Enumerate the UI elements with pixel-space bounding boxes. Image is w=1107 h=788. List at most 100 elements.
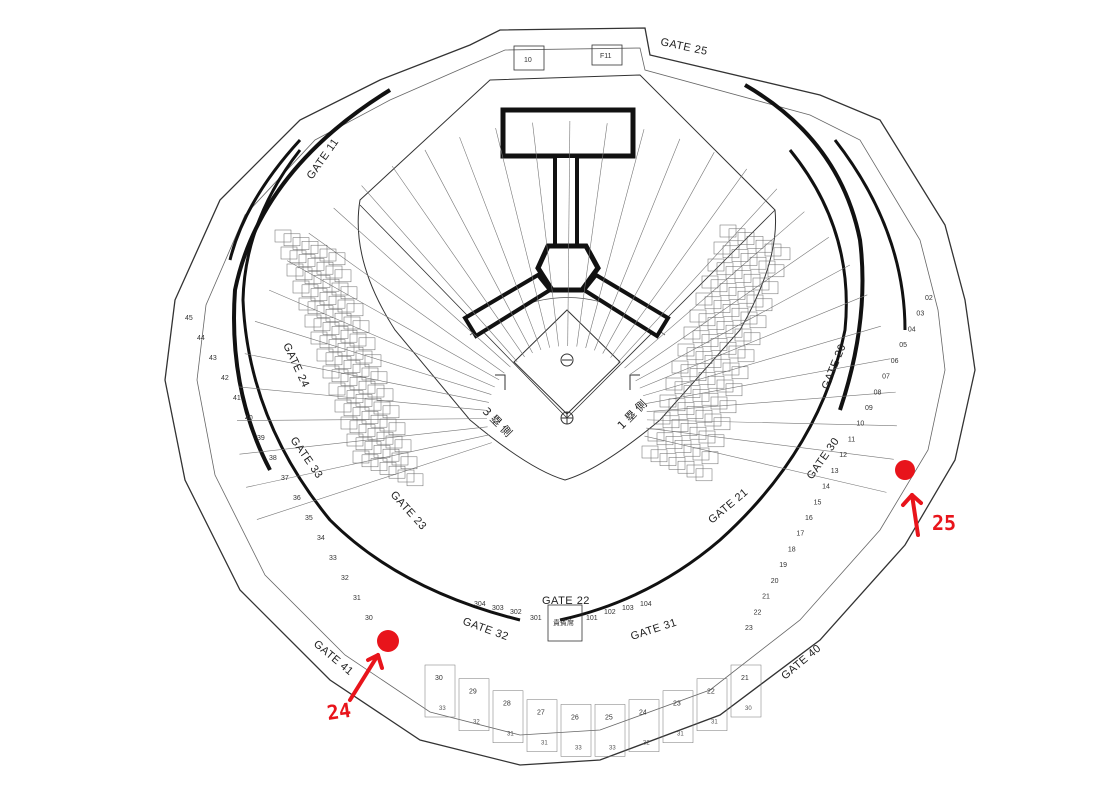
seat-block: [701, 392, 719, 406]
seat-block: [674, 440, 692, 453]
bottom-row-label: 31: [711, 720, 718, 726]
seat-block: [722, 245, 740, 259]
seat-block: [710, 396, 728, 410]
seat-block: [767, 264, 785, 278]
seat-block: [334, 356, 352, 369]
seat-block: [734, 328, 752, 342]
seat-block: [310, 288, 328, 301]
e-ring-right: 0203040506070809101112131415161718192021…: [745, 295, 933, 632]
seat-block: [722, 362, 740, 376]
e-section-label: 02: [925, 295, 933, 302]
gate-25-label: GATE 25: [659, 36, 708, 58]
walkway-left-lower: [241, 149, 521, 622]
seat-block: [328, 252, 346, 266]
bottom-row-label: 30: [745, 706, 752, 712]
seat-block: [749, 315, 767, 329]
seat-block: [367, 384, 385, 398]
bottom-seat-block: [662, 690, 694, 743]
seat-block: [331, 326, 349, 339]
seat-block: [346, 346, 364, 360]
vip-seat-label: 貴賓席: [553, 618, 574, 627]
seat-block: [319, 248, 337, 262]
section-f10-label: 10: [524, 57, 532, 64]
seat-block: [773, 247, 791, 261]
section-103-label: 103: [622, 605, 634, 612]
seat-block: [373, 445, 391, 458]
bottom-row-label: 32: [643, 741, 650, 747]
e-section-label: 10: [856, 421, 864, 428]
seat-block: [659, 394, 677, 408]
seat-block: [704, 296, 722, 310]
seat-block: [650, 449, 668, 463]
bottom-section-label: 29: [469, 689, 477, 696]
seat-block: [698, 313, 716, 327]
block-divider: [576, 123, 608, 347]
seat-block: [725, 383, 743, 397]
seat-block: [331, 369, 349, 383]
e-section-label: 14: [822, 484, 830, 491]
e-section-label: 30: [365, 615, 373, 622]
bottom-section-label: 26: [571, 714, 579, 721]
seat-block: [719, 224, 737, 238]
seat-block: [322, 278, 340, 292]
seat-block: [400, 456, 418, 470]
seat-block: [677, 460, 695, 474]
bottom-section-label: 24: [639, 710, 647, 717]
gate-24-label: GATE 24: [280, 341, 311, 390]
e-section-label: 45: [185, 315, 193, 322]
seat-block: [376, 431, 394, 445]
bottom-seat-block: [526, 699, 558, 752]
seat-block: [647, 428, 665, 442]
e-section-label: 32: [341, 575, 349, 582]
bottom-seat-block: [730, 664, 762, 718]
marker-24: 24: [325, 630, 399, 725]
seat-block: [304, 271, 322, 284]
e-section-label: 07: [882, 374, 890, 381]
seat-block: [692, 330, 710, 344]
seat-block: [695, 468, 713, 482]
seat-block: [731, 307, 749, 321]
e-section-label: 22: [754, 609, 762, 616]
seat-block: [680, 364, 698, 378]
bottom-seat-block: [458, 678, 490, 731]
gate-31-label: GATE 31: [629, 617, 678, 643]
seat-block: [728, 228, 746, 242]
block-divider: [594, 138, 681, 351]
seat-block: [728, 345, 746, 359]
seat-block: [346, 390, 364, 403]
seat-block: [740, 253, 758, 266]
block-divider: [269, 289, 495, 388]
seat-block: [692, 389, 710, 402]
seat-block: [337, 299, 355, 313]
e-section-label: 06: [891, 358, 899, 365]
seat-block: [752, 277, 770, 291]
seat-block: [683, 443, 701, 457]
seat-block: [761, 281, 779, 295]
e-section-label: 04: [908, 326, 916, 333]
e-section-label: 17: [796, 531, 804, 538]
e-section-label: 41: [233, 395, 241, 402]
seat-block: [289, 250, 307, 264]
seat-block: [680, 423, 698, 436]
marker-25: 25: [895, 460, 956, 537]
seat-block: [346, 303, 364, 317]
gate-21-label: GATE 21: [706, 486, 750, 526]
seat-block: [662, 415, 680, 429]
seat-block: [713, 241, 731, 255]
seat-block: [322, 365, 340, 379]
bottom-row-label: 31: [507, 732, 514, 738]
third-base-side-label: 3 塁 側: [480, 405, 515, 440]
seat-block: [301, 241, 319, 254]
e-section-label: 03: [916, 311, 924, 318]
section-303-label: 303: [492, 605, 504, 612]
seat-block: [728, 287, 746, 300]
e-section-label: 40: [245, 415, 253, 422]
seat-block: [340, 416, 358, 430]
seat-block: [704, 355, 722, 368]
walkway-far-left: [228, 138, 302, 261]
seat-block: [319, 292, 337, 305]
e-section-label: 44: [197, 335, 205, 342]
seat-block: [641, 445, 659, 459]
seat-block: [716, 321, 734, 334]
bottom-row-label: 33: [439, 706, 446, 712]
